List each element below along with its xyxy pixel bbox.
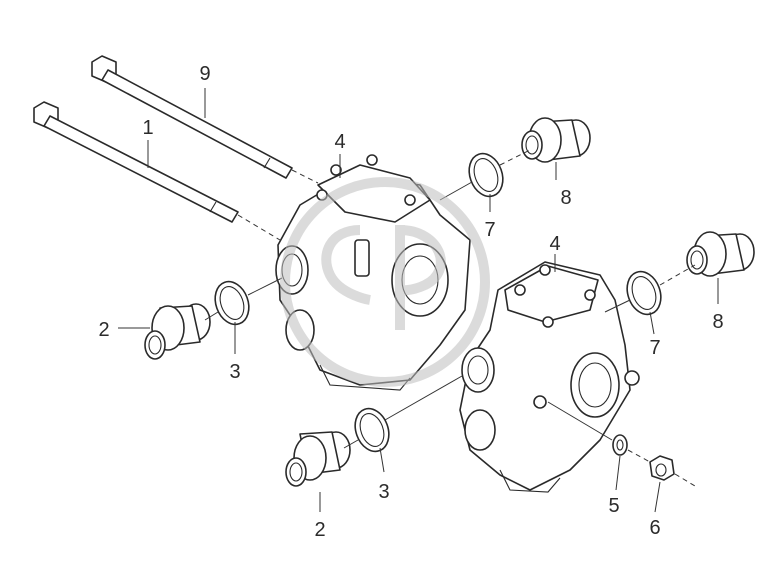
o-ring-7-lower — [626, 270, 662, 316]
fitting-2-bottom — [285, 431, 351, 487]
callout-8-upper: 8 — [560, 187, 571, 209]
callout-3-left: 3 — [229, 361, 240, 383]
callout-9: 9 — [199, 63, 210, 85]
o-ring-7-upper — [468, 152, 504, 198]
callout-4-lower: 4 — [549, 233, 560, 255]
long-bolt-9 — [91, 55, 293, 179]
callout-5: 5 — [608, 495, 619, 517]
fitting-8-lower — [686, 231, 755, 277]
callout-8-lower: 8 — [712, 311, 723, 333]
callout-leaders — [118, 88, 719, 513]
callout-4-upper: 4 — [334, 131, 345, 153]
assembly-lines — [204, 149, 696, 487]
callout-6: 6 — [649, 517, 660, 539]
callout-2-left: 2 — [98, 319, 109, 341]
valve-body-lower — [459, 261, 640, 493]
watermark-logo — [280, 177, 490, 387]
fitting-2-left — [144, 303, 211, 360]
o-ring-3-bottom — [354, 407, 390, 453]
callout-2-bottom: 2 — [314, 519, 325, 541]
o-ring-3-left — [214, 280, 250, 326]
fitting-8-upper — [521, 117, 591, 163]
callout-1: 1 — [142, 117, 153, 139]
callout-7-lower: 7 — [649, 337, 660, 359]
callout-7-upper: 7 — [484, 219, 495, 241]
washer-5 — [612, 434, 628, 456]
nut-6 — [649, 455, 675, 481]
long-bolt-1 — [33, 101, 239, 223]
callout-3-bottom: 3 — [378, 481, 389, 503]
callout-labels: 9 1 4 8 7 2 3 4 8 7 3 2 5 6 — [98, 63, 723, 541]
